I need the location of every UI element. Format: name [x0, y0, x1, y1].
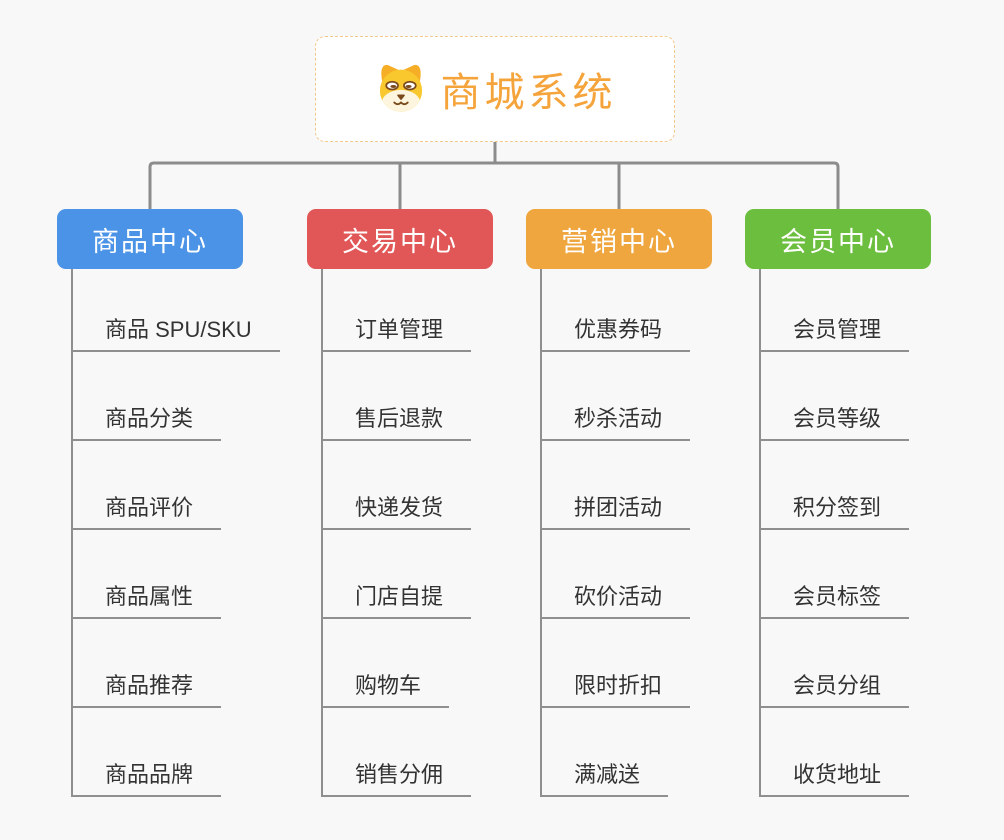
leaf-topic[interactable]: 销售分佣: [321, 757, 472, 797]
branch-node-product-center[interactable]: 商品中心: [57, 209, 243, 269]
leaf-topic[interactable]: 门店自提: [321, 579, 472, 619]
leaf-topic[interactable]: 秒杀活动: [540, 401, 691, 441]
leaf-topic[interactable]: 售后退款: [321, 401, 472, 441]
leaf-topic[interactable]: 商品评价: [71, 490, 222, 530]
leaf-topic[interactable]: 购物车: [321, 668, 450, 708]
root-topic[interactable]: 商城系统: [315, 36, 675, 142]
root-topic-title: 商城系统: [440, 71, 617, 115]
branch-connector-line: [759, 269, 761, 797]
branch-node-trade-center[interactable]: 交易中心: [307, 209, 493, 269]
branch-column-product-center: 商品中心 商品 SPU/SKU 商品分类 商品评价 商品属性 商品推荐 商品品牌: [57, 209, 280, 840]
branch-column-trade-center: 交易中心 订单管理 售后退款 快递发货 门店自提 购物车 销售分佣: [307, 209, 493, 840]
leaf-topic[interactable]: 收货地址: [759, 757, 910, 797]
leaf-topic[interactable]: 商品分类: [71, 401, 222, 441]
branch-connector-line: [540, 269, 542, 797]
leaf-topic[interactable]: 快递发货: [321, 490, 472, 530]
leaf-topic[interactable]: 会员等级: [759, 401, 910, 441]
branch-node-marketing-center[interactable]: 营销中心: [526, 209, 712, 269]
leaf-topic[interactable]: 商品品牌: [71, 757, 222, 797]
leaf-topic[interactable]: 优惠券码: [540, 312, 691, 352]
leaf-topic[interactable]: 砍价活动: [540, 579, 691, 619]
leaf-topic[interactable]: 限时折扣: [540, 668, 691, 708]
leaf-topic[interactable]: 订单管理: [321, 312, 472, 352]
leaf-topic[interactable]: 满减送: [540, 757, 669, 797]
branch-node-member-center[interactable]: 会员中心: [745, 209, 931, 269]
leaf-topic[interactable]: 会员标签: [759, 579, 910, 619]
leaf-topic[interactable]: 积分签到: [759, 490, 910, 530]
leaf-topic[interactable]: 会员管理: [759, 312, 910, 352]
leaf-topic[interactable]: 会员分组: [759, 668, 910, 708]
branch-connector-line: [321, 269, 323, 797]
dog-face-icon: [374, 61, 428, 117]
leaf-topic[interactable]: 商品推荐: [71, 668, 222, 708]
branch-connector-line: [71, 269, 73, 797]
leaf-topic[interactable]: 商品 SPU/SKU: [71, 312, 280, 352]
branch-column-member-center: 会员中心 会员管理 会员等级 积分签到 会员标签 会员分组 收货地址: [745, 209, 931, 840]
leaf-topic[interactable]: 商品属性: [71, 579, 222, 619]
branch-column-marketing-center: 营销中心 优惠券码 秒杀活动 拼团活动 砍价活动 限时折扣 满减送: [526, 209, 712, 840]
leaf-topic[interactable]: 拼团活动: [540, 490, 691, 530]
